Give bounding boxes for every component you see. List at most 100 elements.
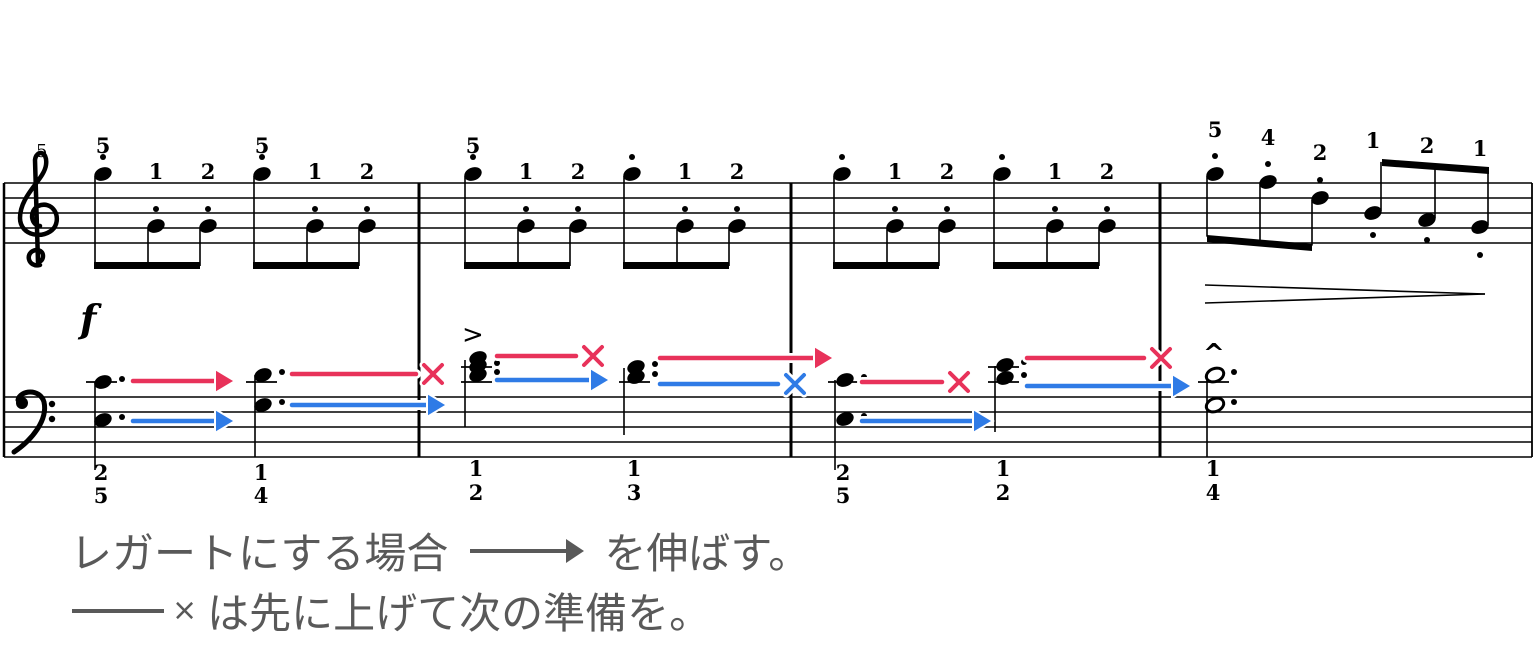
arrowhead-icon: [426, 391, 449, 419]
release-line: [287, 360, 447, 388]
arrowhead-icon: [813, 344, 836, 372]
staccato-dot: [575, 206, 581, 212]
note-head: [938, 219, 956, 233]
dynamic-forte: f: [77, 296, 102, 341]
treble-clef-icon: [17, 150, 60, 268]
note-head: [94, 413, 112, 427]
beam: [94, 262, 200, 269]
staccato-dot: [734, 206, 740, 212]
release-line: [1022, 344, 1175, 372]
fingering: 5: [836, 483, 851, 508]
fingering: 1: [469, 456, 484, 481]
staccato-dot: [1212, 153, 1218, 159]
legato-arrow: [655, 344, 836, 372]
fingering: 5: [255, 133, 270, 158]
staccato-dot: [1104, 206, 1110, 212]
legato-arrow: [857, 407, 995, 435]
beam: [623, 262, 729, 269]
staccato-dot: [153, 206, 159, 212]
note-head: [199, 219, 217, 233]
legato-arrows: [128, 342, 1194, 435]
fingering: 2: [1420, 133, 1435, 158]
note-head: [1311, 191, 1329, 205]
fingering: 1: [996, 456, 1011, 481]
fingering: 1: [519, 159, 534, 184]
fingering: 5: [94, 483, 109, 508]
staccato-dot: [944, 206, 950, 212]
arrowhead-icon: [972, 407, 995, 435]
fingering: 1: [149, 159, 164, 184]
fingering: 5: [466, 133, 481, 158]
fingering: 2: [996, 480, 1011, 505]
beam: [833, 262, 939, 269]
x-icon: [582, 345, 604, 367]
legato-arrow: [492, 366, 612, 394]
note-head: [1471, 220, 1489, 234]
staccato-dot: [629, 154, 635, 160]
note-head: [306, 219, 324, 233]
note-head: [94, 375, 112, 389]
legend-legato-text: レガートにする場合: [70, 529, 449, 578]
staccato-dot: [1265, 161, 1271, 167]
staccato-dot: [1052, 206, 1058, 212]
release-line: [655, 370, 809, 398]
x-icon: [422, 363, 444, 385]
fingering: 2: [360, 159, 375, 184]
staccato-dot: [494, 360, 500, 366]
staccato-dot: [364, 206, 370, 212]
note-head: [836, 412, 854, 426]
note-head: [254, 398, 272, 412]
staccato-dot: [119, 414, 125, 420]
note-head: [623, 167, 641, 181]
staccato-dot: [279, 399, 285, 405]
legato-arrow: [287, 391, 449, 419]
beam: [464, 262, 570, 269]
beam: [993, 262, 1099, 269]
x-icon: [784, 373, 806, 395]
arrowhead-icon: [589, 366, 612, 394]
note-head: [1364, 206, 1382, 220]
note-head: [836, 373, 854, 387]
legend-release-text: は先に上げて次の準備を。: [207, 589, 712, 638]
x-mark: ×: [172, 593, 198, 628]
note-head: [94, 167, 112, 181]
staccato-dot: [892, 206, 898, 212]
beam: [1382, 159, 1489, 174]
fingering: 4: [1206, 480, 1221, 505]
fingering: 2: [571, 159, 586, 184]
staccato-dot: [652, 371, 658, 377]
staccato-dot: [1424, 237, 1430, 243]
fingering: 1: [1473, 136, 1488, 161]
fingering: 2: [836, 460, 851, 485]
staccato-dot: [523, 206, 529, 212]
note-head: [569, 219, 587, 233]
staccato-dot: [494, 369, 500, 375]
legend-line-1: レガートにする場合 を伸ばす。: [70, 520, 810, 581]
fingering: 4: [254, 483, 269, 508]
note-head: [464, 167, 482, 181]
fingering: 2: [1100, 159, 1115, 184]
fingering: 1: [678, 159, 693, 184]
note-head: [1418, 213, 1436, 227]
note-head: [147, 219, 165, 233]
arrow-icon: [470, 538, 585, 563]
beam: [1207, 235, 1312, 251]
note-head: [833, 167, 851, 181]
note-head: [627, 370, 645, 384]
release-line: [492, 342, 607, 370]
legend-line-2: × は先に上げて次の準備を。: [70, 580, 711, 641]
staccato-dot: [470, 154, 476, 160]
note-head: [358, 219, 376, 233]
staccato-dot: [279, 369, 285, 375]
staccato-dot: [999, 154, 1005, 160]
staccato-dot: [652, 361, 658, 367]
note-head: [1046, 219, 1064, 233]
staccato-dot: [1021, 372, 1027, 378]
fingering: 4: [1261, 125, 1276, 150]
arrowhead-icon: [214, 367, 237, 395]
note-head: [996, 358, 1014, 372]
note-head: [254, 368, 272, 382]
staccato-dot: [205, 206, 211, 212]
note-head: [1206, 167, 1224, 181]
note-head: [676, 219, 694, 233]
